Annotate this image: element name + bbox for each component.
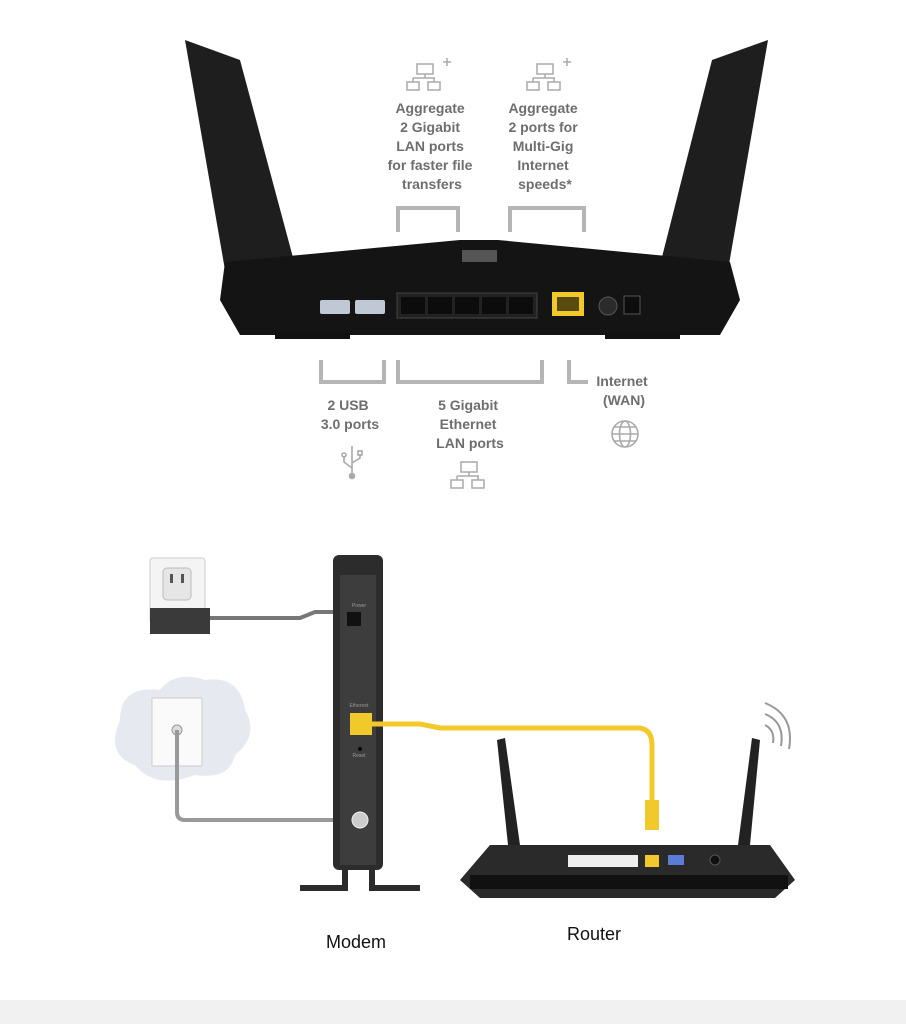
network-plus-icon bbox=[406, 58, 451, 91]
modem-ethernet-label: Ethernet bbox=[350, 703, 370, 709]
router bbox=[460, 738, 795, 898]
modem-caption: Modem bbox=[326, 932, 386, 952]
modem-power-label: Power bbox=[352, 603, 367, 609]
callout-lan-aggregation: Aggregate 2 Gigabit LAN ports for faster… bbox=[388, 100, 477, 192]
usb-port bbox=[320, 300, 350, 314]
coax-cable bbox=[175, 730, 350, 822]
network-plus-icon bbox=[526, 58, 571, 91]
ethernet-cable bbox=[370, 721, 655, 800]
coax-wall-jack bbox=[115, 676, 251, 781]
globe-icon bbox=[611, 420, 639, 448]
modem-ethernet-port bbox=[350, 713, 372, 735]
router-caption: Router bbox=[567, 924, 621, 944]
power-cable bbox=[210, 610, 345, 620]
callout-lan: 5 Gigabit Ethernet LAN ports bbox=[436, 397, 504, 451]
callout-brackets bbox=[319, 206, 588, 384]
usb-port bbox=[355, 300, 385, 314]
callout-wan: Internet (WAN) bbox=[596, 373, 651, 408]
network-icon bbox=[450, 461, 485, 489]
power-button bbox=[598, 296, 618, 316]
power-adapter bbox=[150, 608, 210, 634]
callout-multigig-aggregation: Aggregate 2 ports for Multi-Gig Internet… bbox=[508, 100, 581, 192]
wifi-signal-icon bbox=[764, 702, 791, 750]
modem-reset-label: Reset bbox=[352, 753, 366, 759]
callout-usb: 2 USB 3.0 ports bbox=[321, 397, 380, 432]
wall-outlet bbox=[149, 557, 210, 634]
ethernet-plug bbox=[645, 800, 659, 830]
usb-icon bbox=[341, 446, 363, 480]
lan-ports bbox=[396, 292, 538, 319]
router-rear-view bbox=[185, 40, 768, 339]
footer-bar bbox=[0, 1000, 906, 1024]
network-setup-diagram: Aggregate 2 Gigabit LAN ports for faster… bbox=[115, 40, 795, 952]
